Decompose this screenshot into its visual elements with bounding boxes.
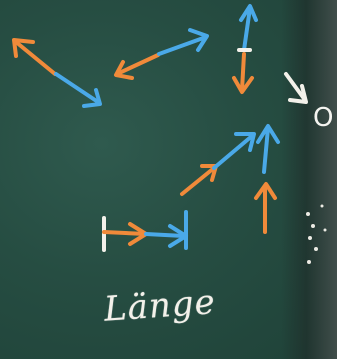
- vector-chain-vertical-right: [254, 124, 280, 234]
- blue-vector-shaft: [54, 72, 100, 104]
- chalk-dot: [323, 228, 327, 232]
- orange-vector-shaft: [102, 230, 148, 236]
- white-arrowhead-icon: [288, 84, 308, 104]
- blue-arrowhead-icon: [188, 28, 209, 52]
- blue-arrowhead-icon: [82, 88, 102, 108]
- circle-symbol: O: [313, 103, 334, 133]
- vector-pair-top-middle: [114, 28, 209, 80]
- blue-vector-shaft: [212, 134, 254, 170]
- handwritten-label: Länge: [102, 282, 217, 330]
- blue-arrowhead-icon: [234, 132, 256, 152]
- vector-horizontal-length: [102, 210, 188, 252]
- white-vector: [284, 72, 308, 104]
- blue-arrowhead-icon: [239, 4, 258, 22]
- blue-vector-shaft: [262, 126, 270, 174]
- blue-vector-shaft: [144, 232, 186, 238]
- chalk-dot: [314, 247, 318, 251]
- orange-vector-shaft: [115, 53, 160, 76]
- blue-arrowhead-icon: [256, 124, 280, 144]
- chalk-dot: [320, 204, 324, 208]
- orange-vector-shaft: [240, 52, 246, 92]
- orange-arrowhead-icon: [114, 60, 134, 80]
- orange-arrowhead-icon: [232, 76, 254, 94]
- vector-pair-top-left: [12, 38, 102, 108]
- white-vector-shaft: [284, 72, 307, 102]
- blue-vector-shaft: [242, 6, 252, 52]
- orange-arrowhead-icon: [12, 38, 35, 58]
- chalk-marks-edge: [306, 204, 327, 264]
- vector-pair-vertical: [232, 4, 258, 94]
- orange-vector-shaft: [180, 166, 216, 196]
- chalk-dot: [308, 236, 312, 240]
- chalk-dot: [306, 212, 310, 216]
- board-edge-shadow: [281, 0, 337, 359]
- blue-vector-shaft: [157, 35, 208, 56]
- vector-chain-diagonal: [180, 132, 256, 196]
- chalk-dot: [311, 224, 315, 228]
- chalk-dot: [307, 260, 311, 264]
- orange-arrowhead-icon: [254, 182, 277, 200]
- orange-vector-shaft: [14, 40, 57, 76]
